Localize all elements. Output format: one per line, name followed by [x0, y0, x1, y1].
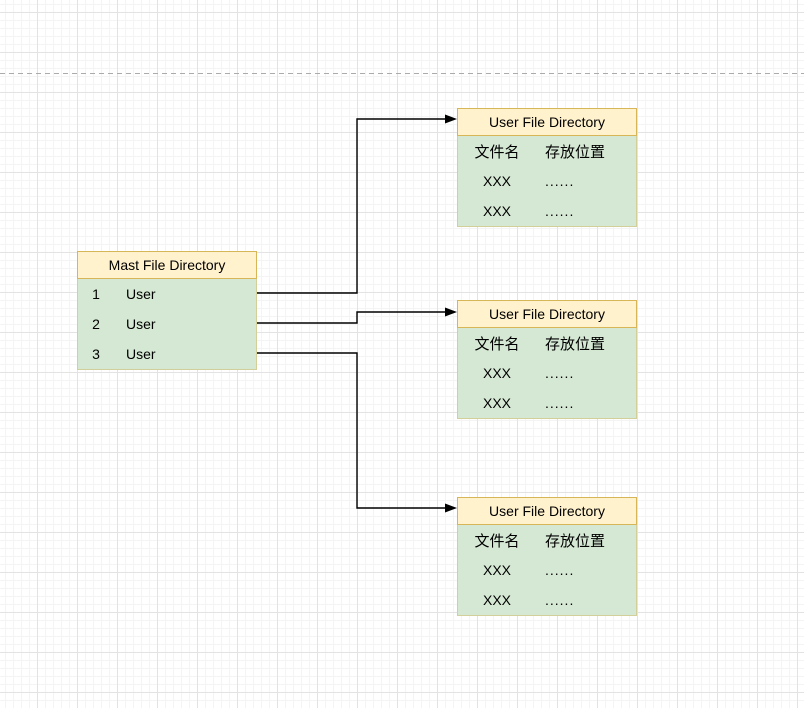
row-label: User	[126, 286, 156, 302]
table-column-header-row: 文件名 存放位置	[458, 136, 636, 166]
cell-filename: XXX	[482, 592, 511, 608]
row-label: User	[126, 346, 156, 362]
table-body: 1 User 2 User 3 User	[77, 279, 257, 370]
table-row: XXX ......	[458, 358, 636, 388]
cell-filename: XXX	[482, 173, 511, 189]
arrow-1-head	[445, 114, 457, 124]
table-row: 2 User	[78, 309, 256, 339]
mast-file-directory-table[interactable]: Mast File Directory 1 User 2 User 3 User	[77, 251, 257, 370]
table-column-header-row: 文件名 存放位置	[458, 525, 636, 555]
row-label: User	[126, 316, 156, 332]
row-index: 1	[92, 286, 100, 302]
cell-location: ......	[545, 592, 575, 608]
table-row: 3 User	[78, 339, 256, 369]
cell-location: ......	[545, 203, 575, 219]
table-column-header-row: 文件名 存放位置	[458, 328, 636, 358]
column-header-filename: 文件名	[474, 532, 520, 550]
cell-location: ......	[545, 562, 575, 578]
arrow-1-line	[257, 118, 445, 294]
user-file-directory-table-1[interactable]: User File Directory 文件名 存放位置 XXX ...... …	[457, 108, 637, 227]
column-header-location: 存放位置	[545, 335, 606, 353]
table-row: 1 User	[78, 279, 256, 309]
table-row: XXX ......	[458, 196, 636, 226]
table-row: XXX ......	[458, 388, 636, 418]
table-row: XXX ......	[458, 555, 636, 585]
table-body: 文件名 存放位置 XXX ...... XXX ......	[457, 136, 637, 227]
column-header-location: 存放位置	[545, 532, 606, 550]
table-body: 文件名 存放位置 XXX ...... XXX ......	[457, 525, 637, 616]
arrow-3-head	[445, 503, 457, 513]
table-title: User File Directory	[457, 300, 637, 328]
cell-filename: XXX	[482, 562, 511, 578]
cell-location: ......	[545, 395, 575, 411]
table-title: Mast File Directory	[77, 251, 257, 279]
row-index: 3	[92, 346, 100, 362]
table-body: 文件名 存放位置 XXX ...... XXX ......	[457, 328, 637, 419]
user-file-directory-table-2[interactable]: User File Directory 文件名 存放位置 XXX ...... …	[457, 300, 637, 419]
cell-location: ......	[545, 365, 575, 381]
column-header-location: 存放位置	[545, 143, 606, 161]
cell-filename: XXX	[482, 203, 511, 219]
table-row: XXX ......	[458, 585, 636, 615]
table-title: User File Directory	[457, 108, 637, 136]
cell-filename: XXX	[482, 395, 511, 411]
cell-location: ......	[545, 173, 575, 189]
arrow-mast-row3-to-user-table-3[interactable]	[257, 352, 457, 513]
arrow-2-line	[257, 311, 445, 324]
table-title: User File Directory	[457, 497, 637, 525]
table-row: XXX ......	[458, 166, 636, 196]
column-header-filename: 文件名	[474, 143, 520, 161]
arrow-mast-row2-to-user-table-2[interactable]	[257, 307, 457, 324]
arrow-mast-row1-to-user-table-1[interactable]	[257, 114, 457, 294]
arrow-3-line	[257, 352, 445, 509]
cell-filename: XXX	[482, 365, 511, 381]
user-file-directory-table-3[interactable]: User File Directory 文件名 存放位置 XXX ...... …	[457, 497, 637, 616]
column-header-filename: 文件名	[474, 335, 520, 353]
arrow-2-head	[445, 307, 457, 317]
row-index: 2	[92, 316, 100, 332]
